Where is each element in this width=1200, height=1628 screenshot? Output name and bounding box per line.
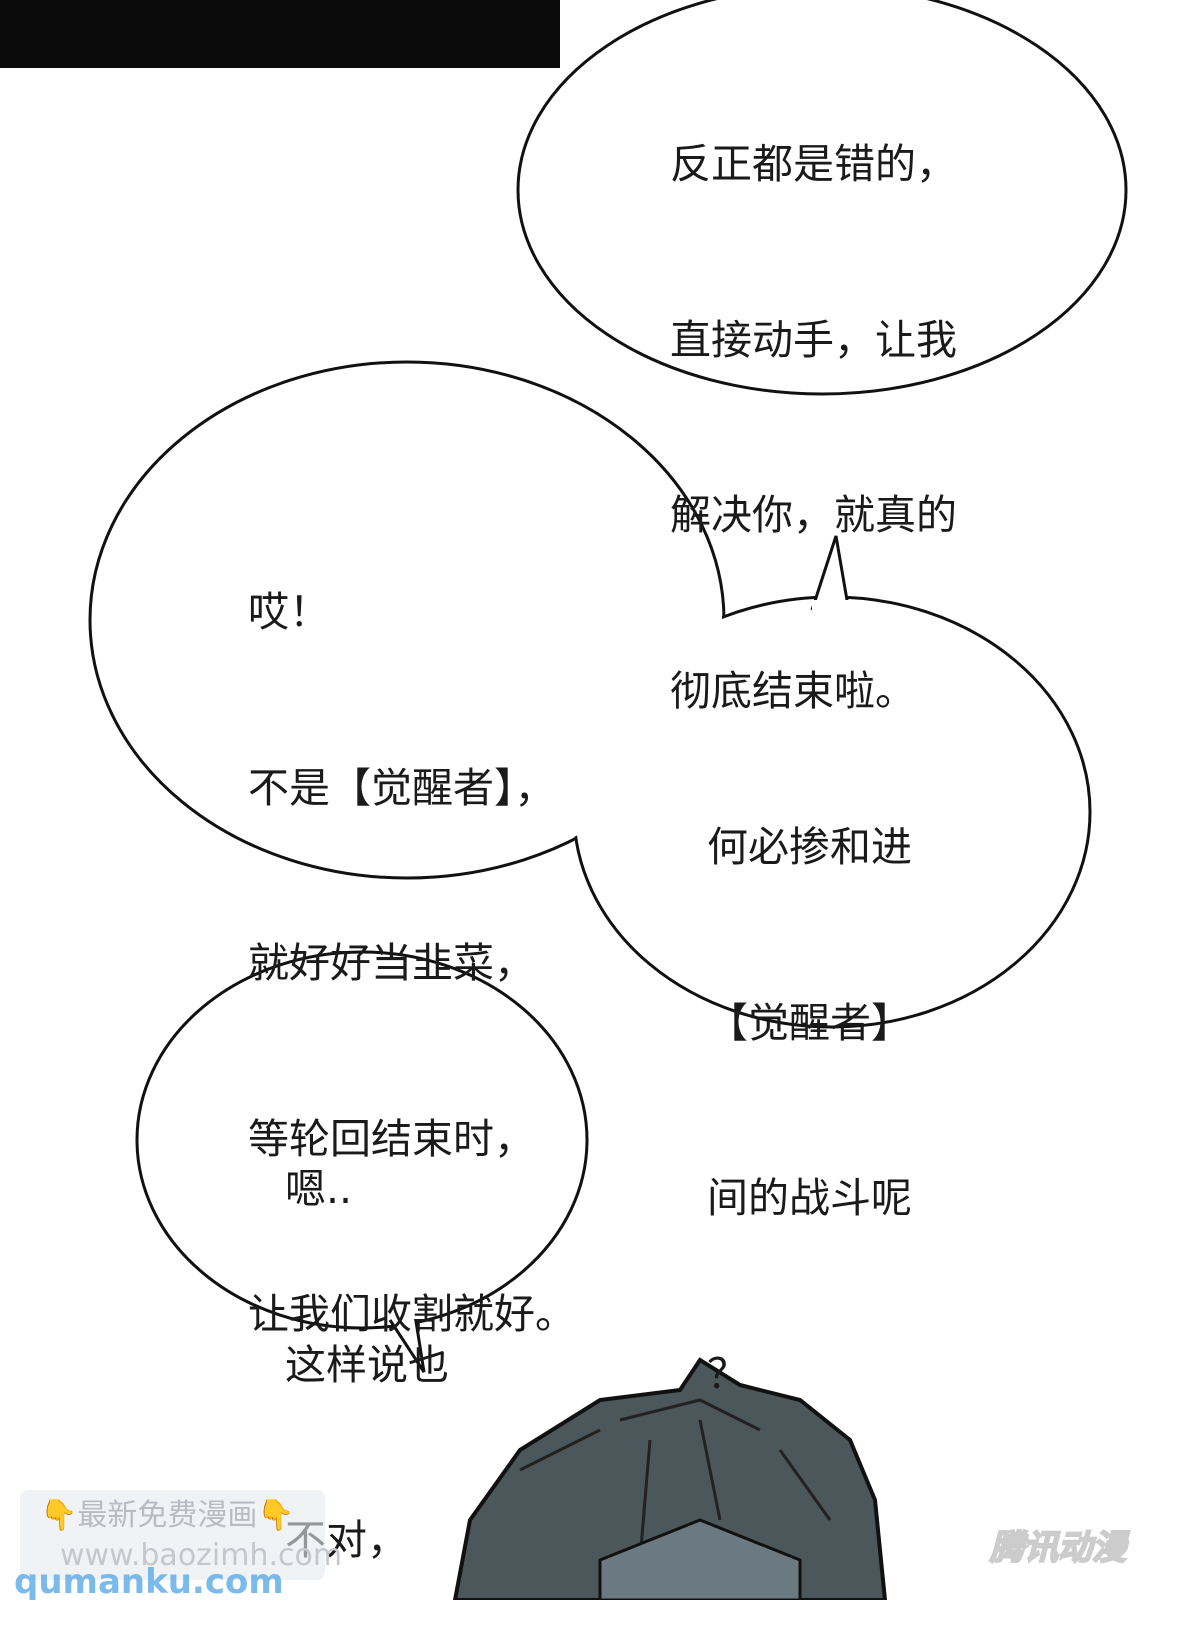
top-dark-band (0, 0, 560, 68)
speech-bubble-2 (88, 360, 1092, 1029)
watermark-box (20, 1490, 325, 1580)
bubble-2-text: 哎！ 不是【觉醒者】， 就好好当韭菜， 等轮回结束时， 让我们收割就好。 (248, 466, 576, 1402)
watermark-url-secondary: qumanku.com (14, 1562, 284, 1602)
text-line: 让我们收割就好。 (248, 1290, 576, 1338)
character-hair (452, 1357, 888, 1600)
text-line: 就好好当韭菜， (248, 939, 535, 987)
text-line: 等轮回结束时， (248, 1114, 535, 1163)
text-line: 何必掺和进 (707, 823, 912, 871)
text-line: 间的战斗呢 (707, 1174, 912, 1222)
watermark-slogan: 👇最新免费漫画👇 (40, 1498, 295, 1533)
bubble-1-text: 反正都是错的， 直接动手，让我 解决你，就真的 彻底结束啦。 (670, 18, 957, 779)
text-line: 嗯.. (285, 1165, 353, 1213)
bubble-2b-text: 何必掺和进 【觉醒者】 间的战斗呢 ？ (707, 701, 912, 1462)
text-line: 【觉醒者】 (707, 998, 912, 1047)
text-line: 反正都是错的， (670, 140, 957, 188)
text-line: 解决你，就真的 (670, 491, 957, 539)
pointing-down-hand-icon: 👇 (257, 1498, 295, 1533)
text-line: 这样说也 (285, 1340, 449, 1389)
publisher-logo: 腾讯动漫 (989, 1527, 1127, 1569)
speech-bubble-1 (516, 0, 1128, 396)
text-line: 彻底结束啦。 (670, 666, 916, 715)
text-line: 直接动手，让我 (670, 315, 957, 364)
watermark-url: www.baozimh.com (60, 1538, 343, 1573)
text-line: 哎！ (248, 588, 330, 636)
pointing-down-hand-icon: 👇 (40, 1498, 78, 1533)
speech-bubble-3 (135, 950, 589, 1373)
text-line: ？ (707, 1349, 748, 1398)
text-line: 不是【觉醒者】， (248, 763, 556, 812)
